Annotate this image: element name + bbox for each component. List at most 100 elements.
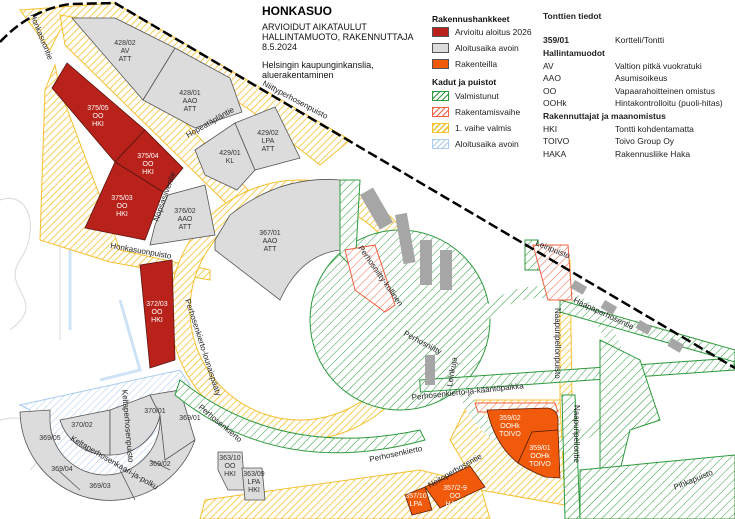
tenure-code: AV — [543, 61, 554, 71]
lot-label-line: OO — [152, 309, 163, 316]
legend-label: Aloitusaika avoin — [455, 139, 519, 149]
lot-label-line: AAO — [263, 238, 278, 245]
lot-label-line: 357/10 — [405, 493, 427, 500]
tenure-heading: Hallintamuodot — [543, 48, 605, 58]
lot-label-line: 369/05 — [39, 435, 61, 442]
lot-label-line: 375/03 — [111, 195, 133, 202]
lot-label-line: HAKA — [445, 501, 464, 508]
tenure-desc: Asumisoikeus — [615, 73, 668, 83]
lot-label-line: AAO — [183, 98, 198, 105]
lot-label-line: LPA — [410, 501, 423, 508]
lot-label-line: 363/09 — [243, 471, 265, 478]
subtitle-date: 8.5.2024 — [262, 42, 298, 52]
author-line: aluerakentaminen — [262, 70, 334, 80]
legend-item: Aloitusaika avoin — [432, 139, 519, 149]
lot-label-line: 369/03 — [89, 483, 111, 490]
legend-item: 1. vaihe valmis — [432, 123, 511, 133]
builder-code: HKI — [543, 124, 558, 134]
street-label: Naapuripellontie — [572, 405, 581, 463]
legend-label: Aloitusaika avoin — [455, 43, 519, 53]
lots-gray — [19, 17, 341, 501]
builder-code: HAKA — [543, 149, 567, 159]
lot-label-line: AAO — [178, 216, 193, 223]
plot-example-desc: Kortteli/Tontti — [615, 35, 665, 45]
swatch — [432, 123, 449, 133]
subtitle-line: HALLINTAMUOTO, RAKENNUTTAJA — [262, 32, 414, 42]
lot-label-line: OO — [450, 493, 461, 500]
lot-label-line: HKI — [151, 317, 163, 324]
area-boundary-line — [0, 1, 735, 370]
lot-label-line: AV — [121, 48, 130, 55]
legend-item: Arvioitu aloitus 2026 — [432, 27, 532, 37]
tenure-code: OO — [543, 86, 557, 96]
map-title: HONKASUO — [262, 4, 333, 18]
swatch — [432, 27, 449, 37]
lot-label-line: OO — [225, 463, 236, 470]
lots-under-construction — [404, 407, 561, 516]
lot-label-line: ATT — [179, 224, 192, 231]
lot-label: 370/01 — [144, 408, 166, 415]
legend-label: 1. vaihe valmis — [455, 123, 512, 133]
lot-label-line: ATT — [184, 106, 197, 113]
legend-item: Rakentamisvaihe — [432, 107, 520, 117]
lot-label-line: 370/01 — [144, 408, 166, 415]
legend-projects-heading: Rakennushankkeet — [432, 14, 510, 24]
lot-label-line: 369/02 — [149, 461, 171, 468]
tenure-desc: Vapaarahoitteinen omistus — [615, 86, 716, 96]
swatch — [432, 107, 449, 117]
lot-label-line: HKI — [142, 169, 154, 176]
lot-label-line: 375/05 — [87, 105, 109, 112]
lot-label: 369/02 — [149, 461, 171, 468]
lot-label-line: ATT — [262, 146, 275, 153]
legend-streets-heading: Kadut ja puistot — [432, 77, 497, 87]
lot-label-line: TOIVO — [499, 431, 521, 438]
swatch — [432, 91, 449, 101]
lot-label-line: 376/02 — [174, 208, 196, 215]
lot-dividers — [57, 459, 171, 501]
builder-desc: Toivo Group Oy — [615, 136, 675, 146]
lot-label-line: 428/01 — [179, 90, 201, 97]
builder-desc: Tontti kohdentamatta — [615, 124, 694, 134]
lot-label-line: 429/02 — [257, 130, 279, 137]
subtitle-line: ARVIOIDUT AIKATAULUT — [262, 22, 367, 32]
lot-label-line: OOHk — [500, 423, 520, 430]
lot-label-line: 359/01 — [529, 445, 551, 452]
lot-label-line: 369/01 — [179, 415, 201, 422]
legend-label: Valmistunut — [455, 91, 499, 101]
plot-info-heading: Tonttien tiedot — [543, 11, 602, 21]
lots-2026 — [51, 62, 184, 369]
legend-item: Valmistunut — [432, 91, 499, 101]
lot-label-line: 363/10 — [219, 455, 241, 462]
street-label: Naapuripellonpuisto — [553, 308, 562, 379]
tenure-code: OOHk — [543, 98, 567, 108]
lot-label-line: ATT — [264, 246, 277, 253]
builders-heading: Rakennuttajat ja maanomistus — [543, 111, 666, 121]
lot-label-line: LPA — [248, 479, 261, 486]
lot-label-line: 370/02 — [71, 422, 93, 429]
lot-label-line: OO — [143, 161, 154, 168]
lot-label-line: HKI — [92, 121, 104, 128]
swatch — [432, 59, 449, 69]
legend-item: Rakenteilla — [432, 59, 497, 69]
builder-desc: Rakennusliike Haka — [615, 149, 691, 159]
lot-label-line: ATT — [119, 56, 132, 63]
lot-label-line: 359/02 — [499, 415, 521, 422]
lot-label-line: TOIVO — [529, 461, 551, 468]
legend-panel: HONKASUO ARVIOIDUT AIKATAULUT HALLINTAMU… — [262, 0, 735, 170]
lot-label-line: HKI — [224, 471, 236, 478]
tenure-desc: Valtion pitkä vuokratuki — [615, 61, 702, 71]
